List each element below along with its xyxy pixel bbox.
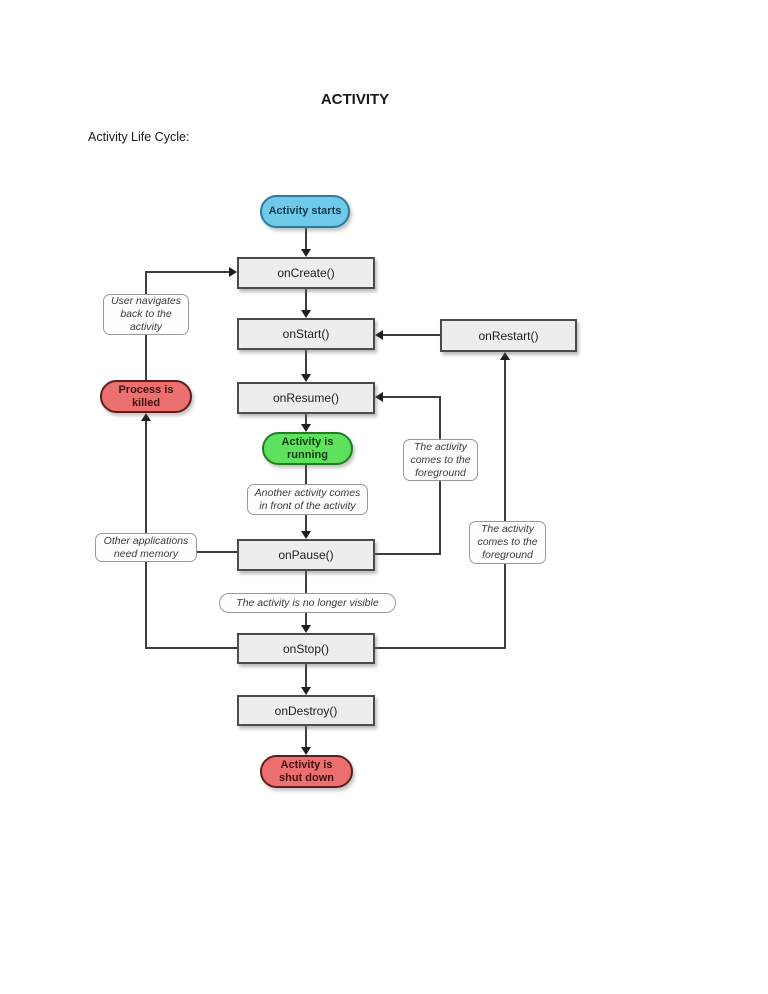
connector-start-to-oncreate [305, 228, 307, 249]
arrow-down-icon [301, 687, 311, 695]
node-ondestroy: onDestroy() [237, 695, 375, 726]
node-onresume: onResume() [237, 382, 375, 414]
node-oncreate: onCreate() [237, 257, 375, 289]
node-onstart: onStart() [237, 318, 375, 350]
arrow-up-icon [500, 352, 510, 360]
node-activity-running: Activity is running [262, 432, 353, 465]
arrow-down-icon [301, 424, 311, 432]
connector-otherapps-to-onpause [197, 551, 237, 553]
node-onrestart: onRestart() [440, 319, 577, 352]
arrow-left-icon [375, 392, 383, 402]
note-other-applications: Other applications need memory [95, 533, 197, 562]
connector-ondestroy-to-shutdown [305, 726, 307, 747]
note-user-navigates: User navigates back to the activity [103, 294, 189, 335]
connector-onstop-to-ondestroy [305, 664, 307, 687]
arrow-down-icon [301, 310, 311, 318]
connector-outer-up [504, 360, 506, 649]
connector-onresume-to-running [305, 413, 307, 424]
node-onpause: onPause() [237, 539, 375, 571]
note-another-activity: Another activity comes in front of the a… [247, 484, 368, 515]
arrow-down-icon [301, 625, 311, 633]
arrow-down-icon [301, 531, 311, 539]
connector-onpause-right [375, 553, 441, 555]
connector-onstart-to-onresume [305, 349, 307, 374]
note-no-longer-visible: The activity is no longer visible [219, 593, 396, 613]
node-onstop: onStop() [237, 633, 375, 664]
connector-onstop-right [375, 647, 506, 649]
connector-oncreate-to-onstart [305, 289, 307, 310]
connector-onrestart-to-onstart [383, 334, 440, 336]
arrow-down-icon [301, 249, 311, 257]
note-foreground-outer: The activity comes to the foreground [469, 521, 546, 564]
note-foreground-inner: The activity comes to the foreground [403, 439, 478, 481]
arrow-left-icon [375, 330, 383, 340]
arrow-up-icon [141, 413, 151, 421]
arrow-right-icon [229, 267, 237, 277]
connector-left-to-oncreate [145, 271, 229, 273]
arrow-down-icon [301, 747, 311, 755]
connector-onstop-left [145, 647, 237, 649]
node-process-killed: Process is killed [100, 380, 192, 413]
node-activity-shutdown: Activity is shut down [260, 755, 353, 788]
arrow-down-icon [301, 374, 311, 382]
node-activity-starts: Activity starts [260, 195, 350, 228]
page-title: ACTIVITY [320, 91, 390, 108]
page-subtitle: Activity Life Cycle: [88, 130, 190, 144]
connector-inner-to-onresume [383, 396, 440, 398]
